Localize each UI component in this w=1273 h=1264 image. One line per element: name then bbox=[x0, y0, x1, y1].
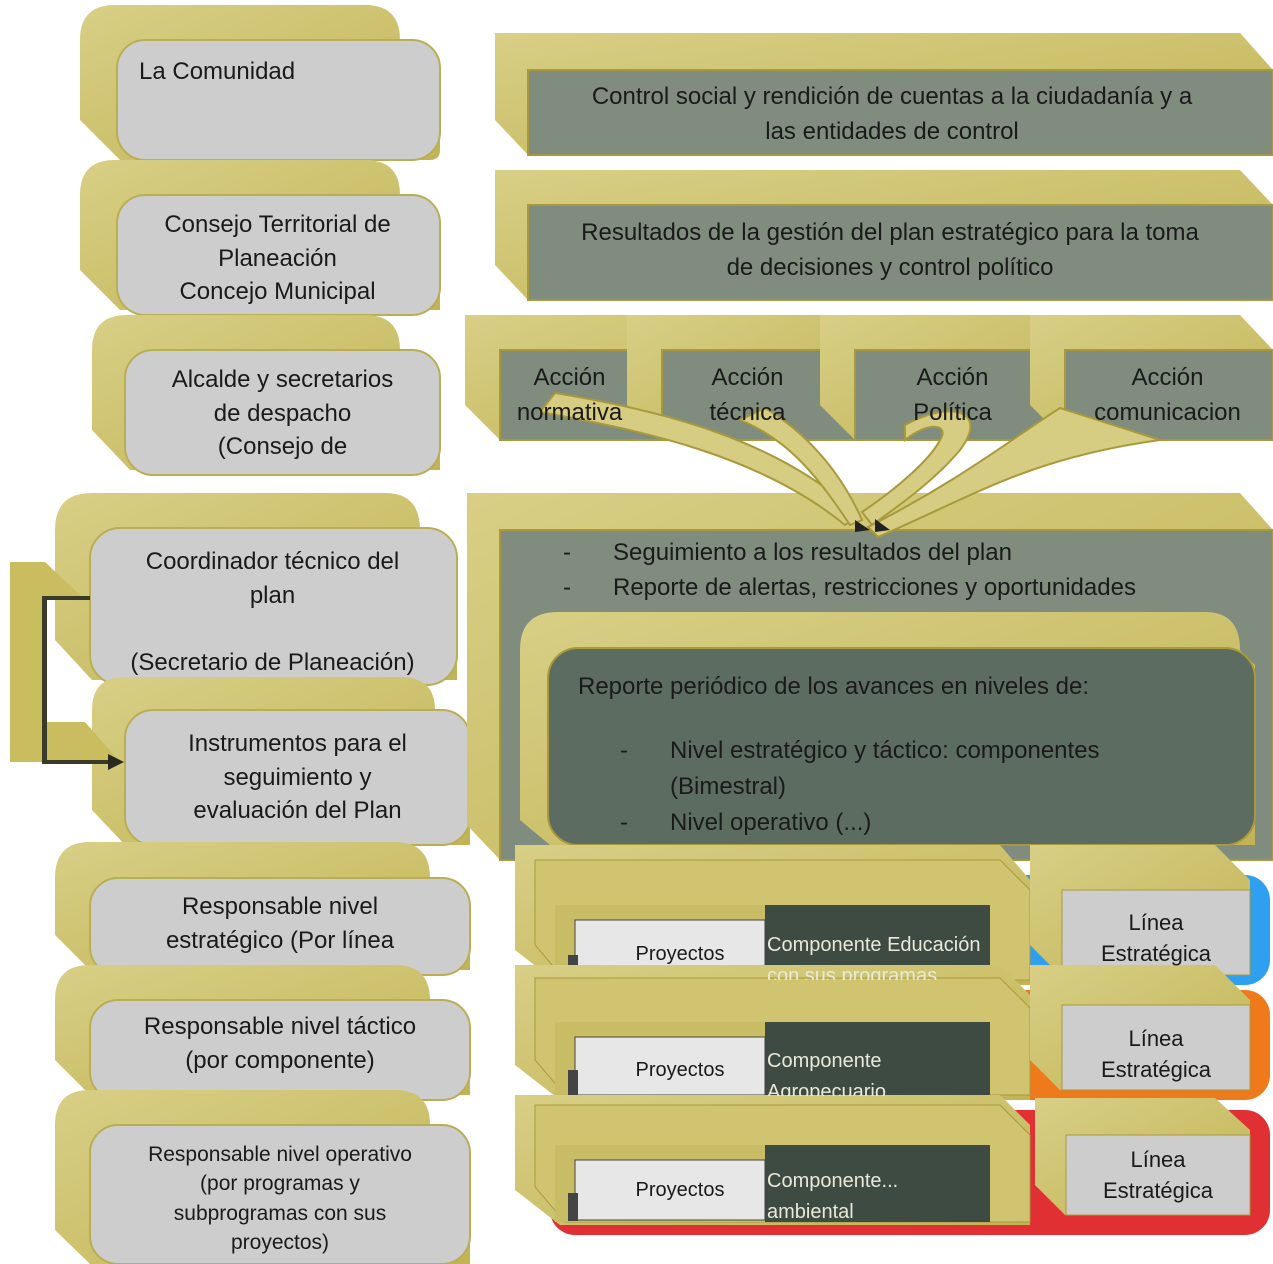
stack-agropecuario-proyectos: Proyectos bbox=[635, 1059, 725, 1081]
control-bar-shape bbox=[495, 33, 1273, 156]
accion-comunicacion-shape bbox=[1030, 315, 1273, 441]
reporte-list: Nivel estratégico y táctico: componentes… bbox=[620, 733, 1220, 841]
left-box-alcalde-shape bbox=[92, 315, 441, 476]
label-accion-comunicacion: Acción comunicacion bbox=[1094, 364, 1241, 426]
left-box-coordinador-shape bbox=[55, 493, 458, 686]
label-consejo: Consejo Territorial de Planeación Concej… bbox=[164, 211, 391, 306]
label-tactico: Responsable nivel táctico (por component… bbox=[143, 1013, 417, 1074]
label-control: Control social y rendición de cuentas a … bbox=[591, 83, 1193, 145]
label-accion-tecnica: Acción técnica bbox=[709, 364, 786, 426]
reporte-item: Nivel estratégico y táctico: componentes… bbox=[620, 733, 1220, 805]
stack-ambiental-shape bbox=[515, 1095, 1270, 1235]
label-comunidad: La Comunidad bbox=[139, 58, 296, 85]
left-box-tactico-shape bbox=[55, 965, 471, 1101]
label-alcalde: Alcalde y secretarios de despacho (Conse… bbox=[171, 366, 394, 461]
stack-educacion-shape bbox=[515, 845, 1270, 985]
stack-agropecuario-componente: Componente Agropecuario con sus programa… bbox=[767, 1050, 886, 1096]
stack-agropecuario-shape bbox=[515, 965, 1270, 1100]
left-box-instrumentos-shape bbox=[92, 677, 471, 846]
left-box-comunidad-shape bbox=[80, 5, 441, 161]
label-operativo: Responsable nivel operativo (por program… bbox=[148, 1143, 412, 1255]
resultados-bar-shape bbox=[495, 170, 1273, 301]
stack-ambiental-linea: Línea Estratégica bbox=[1102, 1147, 1214, 1203]
stack-educacion-linea: Línea Estratégica bbox=[1100, 910, 1212, 966]
stack-agropecuario-linea: Línea Estratégica bbox=[1100, 1026, 1212, 1082]
label-coordinador: Coordinador técnico del plan (Secretario… bbox=[130, 548, 415, 676]
left-box-operativo-shape bbox=[55, 1090, 471, 1264]
left-box-consejo-shape bbox=[80, 160, 441, 316]
label-resultados: Resultados de la gestión del plan estrat… bbox=[581, 219, 1199, 281]
stack-ambiental-proyectos: Proyectos bbox=[635, 1179, 725, 1201]
label-estrategico: Responsable nivel estratégico (Por línea bbox=[165, 893, 395, 954]
label-accion-normativa: Acción normativa bbox=[516, 364, 623, 426]
reporte-item: Nivel operativo (...) bbox=[620, 805, 1220, 841]
label-accion-politica: Acción Política bbox=[913, 364, 992, 426]
seguimiento-item: Reporte de alertas, restricciones y opor… bbox=[563, 571, 1243, 606]
left-box-estrategico-shape bbox=[55, 842, 471, 976]
reporte-title: Reporte periódico de los avances en nive… bbox=[578, 673, 1089, 700]
converging-arrows-shape bbox=[538, 391, 1161, 539]
stack-educacion-componente: Componente Educación con sus programas bbox=[767, 934, 981, 980]
seguimiento-item: Seguimiento a los resultados del plan bbox=[563, 536, 1243, 571]
stack-educacion-proyectos: Proyectos bbox=[635, 943, 725, 965]
seguimiento-list: Seguimiento a los resultados del plan Re… bbox=[563, 536, 1243, 606]
stack-ambiental-componente: Componente... ambiental con sus programa… bbox=[767, 1170, 899, 1218]
label-instrumentos: Instrumentos para el seguimiento y evalu… bbox=[188, 730, 407, 825]
bracket-arrow-shape bbox=[10, 562, 124, 770]
